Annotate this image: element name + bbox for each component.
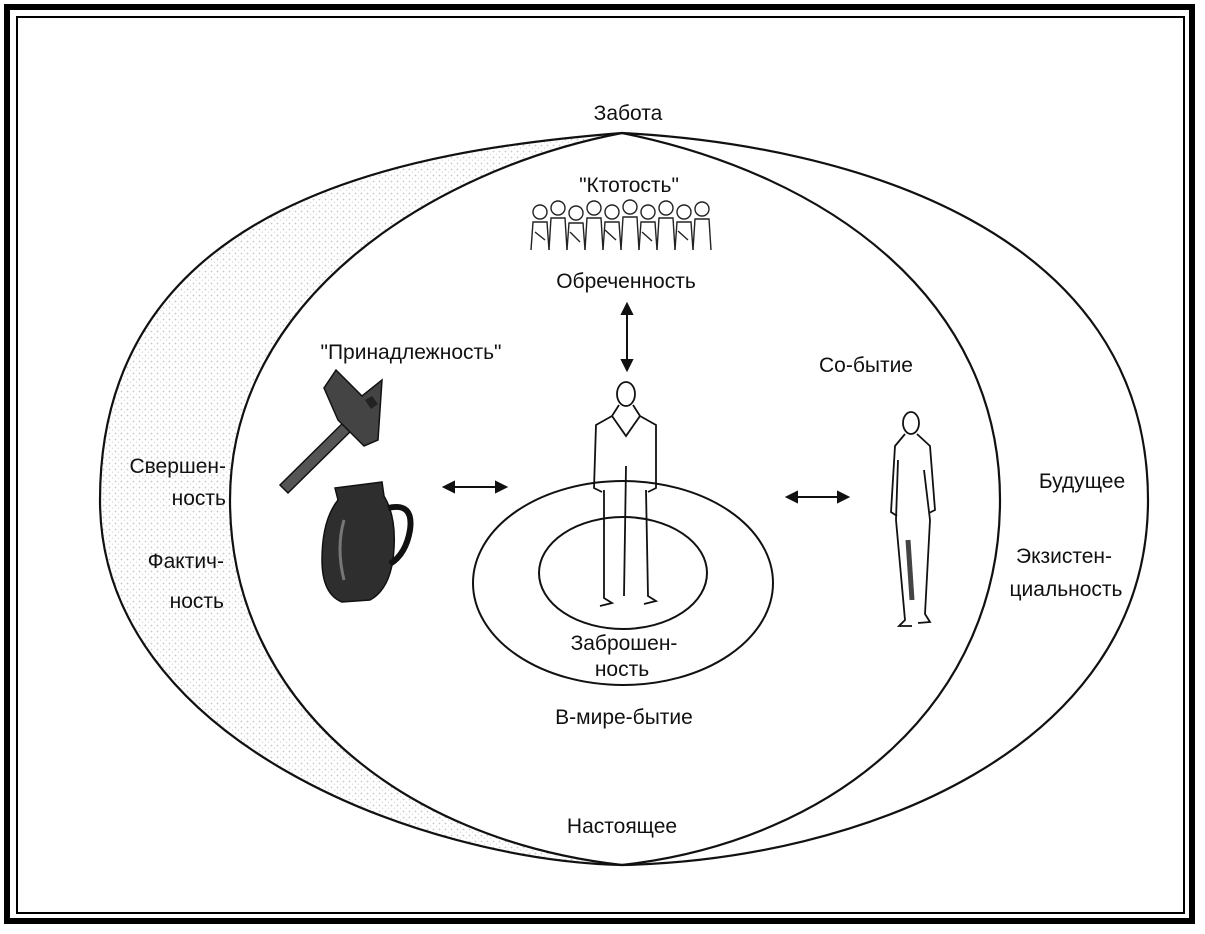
label-fallenness: Обреченность xyxy=(556,270,696,293)
vertical-double-arrow xyxy=(622,304,632,370)
label-facticity-line2: ность xyxy=(170,590,224,613)
label-thrownness-line2: ность xyxy=(595,658,649,681)
label-thrownness-line1: Заброшен- xyxy=(571,632,678,655)
jug-icon xyxy=(322,482,411,602)
inner-right-arc xyxy=(622,133,1000,865)
label-future: Будущее xyxy=(1039,470,1125,493)
label-completed-line1: Свершен- xyxy=(129,455,226,478)
left-double-arrow xyxy=(444,482,506,492)
label-belonging: "Принадлежность" xyxy=(320,341,501,364)
label-present: Настоящее xyxy=(567,815,677,838)
label-facticity-line1: Фактич- xyxy=(148,550,224,573)
label-existentiality-line2: циальность xyxy=(1010,578,1123,601)
other-person-icon xyxy=(891,412,935,626)
label-being-in-world: В-мире-бытие xyxy=(555,706,693,729)
hammer-icon xyxy=(280,370,382,493)
label-completed-line2: ность xyxy=(172,487,226,510)
thrownness-inner-circle xyxy=(539,517,707,629)
label-existentiality-line1: Экзистен- xyxy=(1016,545,1112,568)
crowd-icon xyxy=(531,200,711,250)
right-double-arrow xyxy=(787,492,848,502)
label-care: Забота xyxy=(594,102,663,125)
label-being-with: Со-бытие xyxy=(819,354,913,377)
person-icon xyxy=(594,382,656,606)
label-whoness: "Ктотость" xyxy=(579,174,679,197)
